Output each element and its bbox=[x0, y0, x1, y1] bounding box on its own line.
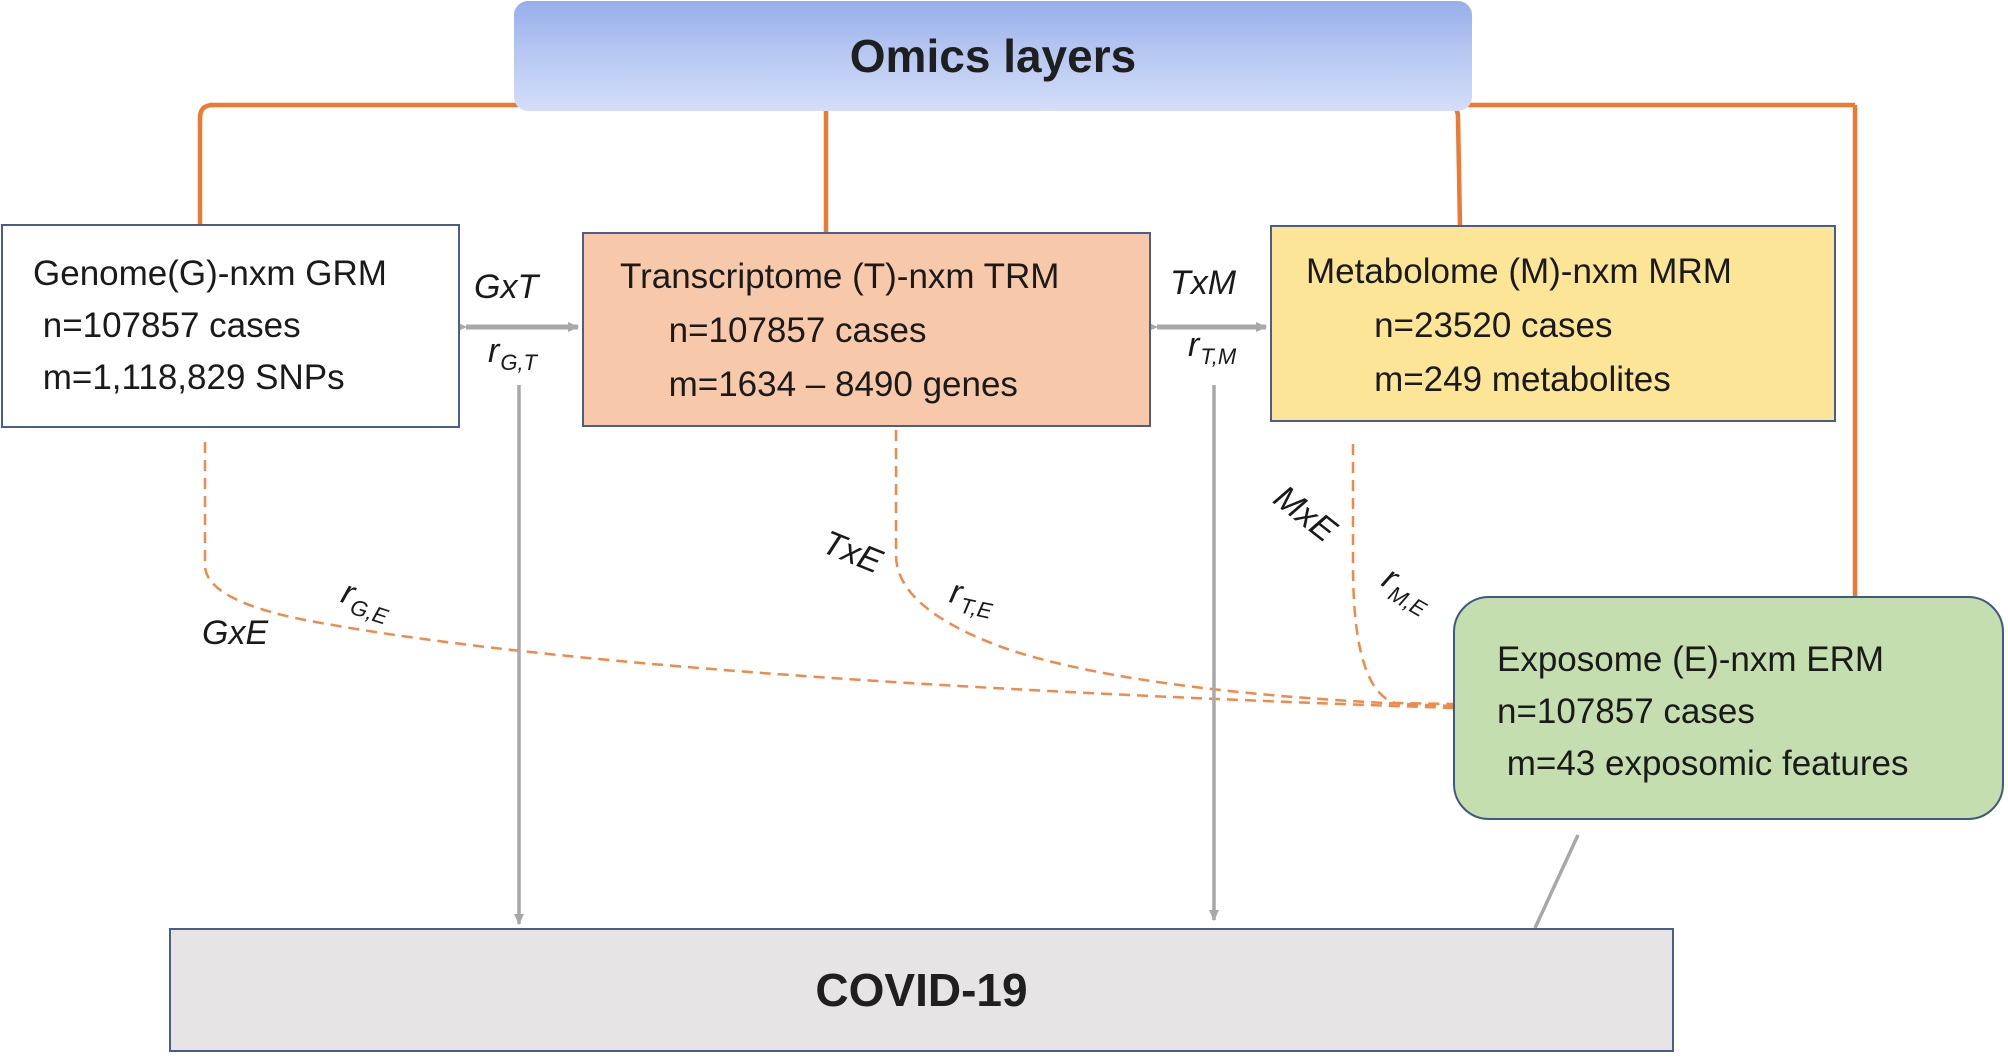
outcome-arrows bbox=[514, 385, 1580, 929]
genome-snps: m=1,118,829 SNPs bbox=[33, 358, 345, 397]
interaction-curves bbox=[203, 430, 1454, 710]
exposome-to-covid-line bbox=[1533, 834, 1580, 929]
genome-cases: n=107857 cases bbox=[33, 306, 301, 345]
exposome-node: Exposome (E)-nxm ERM n=107857 cases m=43… bbox=[1453, 596, 2004, 820]
metabolome-metabolites: m=249 metabolites bbox=[1306, 360, 1671, 399]
gxe-label: GxE bbox=[202, 614, 269, 652]
genome-title: Genome(G)-nxm GRM bbox=[33, 254, 387, 293]
omics-to-metabolome-line bbox=[1447, 102, 1463, 228]
covid-outcome-node: COVID-19 bbox=[169, 928, 1674, 1052]
omics-layers-title: Omics layers bbox=[849, 30, 1137, 82]
txm-label: TxM bbox=[1170, 264, 1237, 302]
metabolome-title: Metabolome (M)-nxm MRM bbox=[1306, 252, 1732, 291]
mxe-label: MxE bbox=[1266, 478, 1344, 550]
gxe-correlation-label: rG,E bbox=[337, 573, 392, 630]
gxe-dashed-curve bbox=[203, 442, 1454, 710]
mxe-dashed-curve bbox=[1351, 444, 1454, 706]
metabolome-cases: n=23520 cases bbox=[1306, 306, 1613, 345]
mxe-correlation-label: rM,E bbox=[1376, 558, 1431, 622]
gxt-correlation-label: rG,T bbox=[488, 332, 537, 375]
txe-dashed-curve bbox=[894, 430, 1454, 708]
txm-correlation-label: rT,M bbox=[1188, 326, 1237, 369]
transcriptome-genes: m=1634 – 8490 genes bbox=[620, 365, 1018, 404]
txe-correlation-label: rT,E bbox=[946, 572, 995, 624]
transcriptome-title: Transcriptome (T)-nxm TRM bbox=[620, 257, 1060, 296]
genome-node: Genome(G)-nxm GRM n=107857 cases m=1,118… bbox=[1, 224, 460, 428]
covid-title: COVID-19 bbox=[815, 964, 1028, 1016]
txe-label: TxE bbox=[817, 523, 888, 582]
transcriptome-cases: n=107857 cases bbox=[620, 311, 927, 350]
omics-layers-header: Omics layers bbox=[514, 1, 1472, 111]
metabolome-node: Metabolome (M)-nxm MRM n=23520 cases m=2… bbox=[1270, 225, 1836, 422]
exposome-cases: n=107857 cases bbox=[1497, 692, 1755, 731]
exposome-title: Exposome (E)-nxm ERM bbox=[1497, 640, 1885, 679]
omics-to-genome-line bbox=[197, 102, 214, 228]
transcriptome-node: Transcriptome (T)-nxm TRM n=107857 cases… bbox=[582, 232, 1151, 427]
exposome-features: m=43 exposomic features bbox=[1497, 744, 1909, 783]
gxt-label: GxT bbox=[474, 268, 539, 306]
